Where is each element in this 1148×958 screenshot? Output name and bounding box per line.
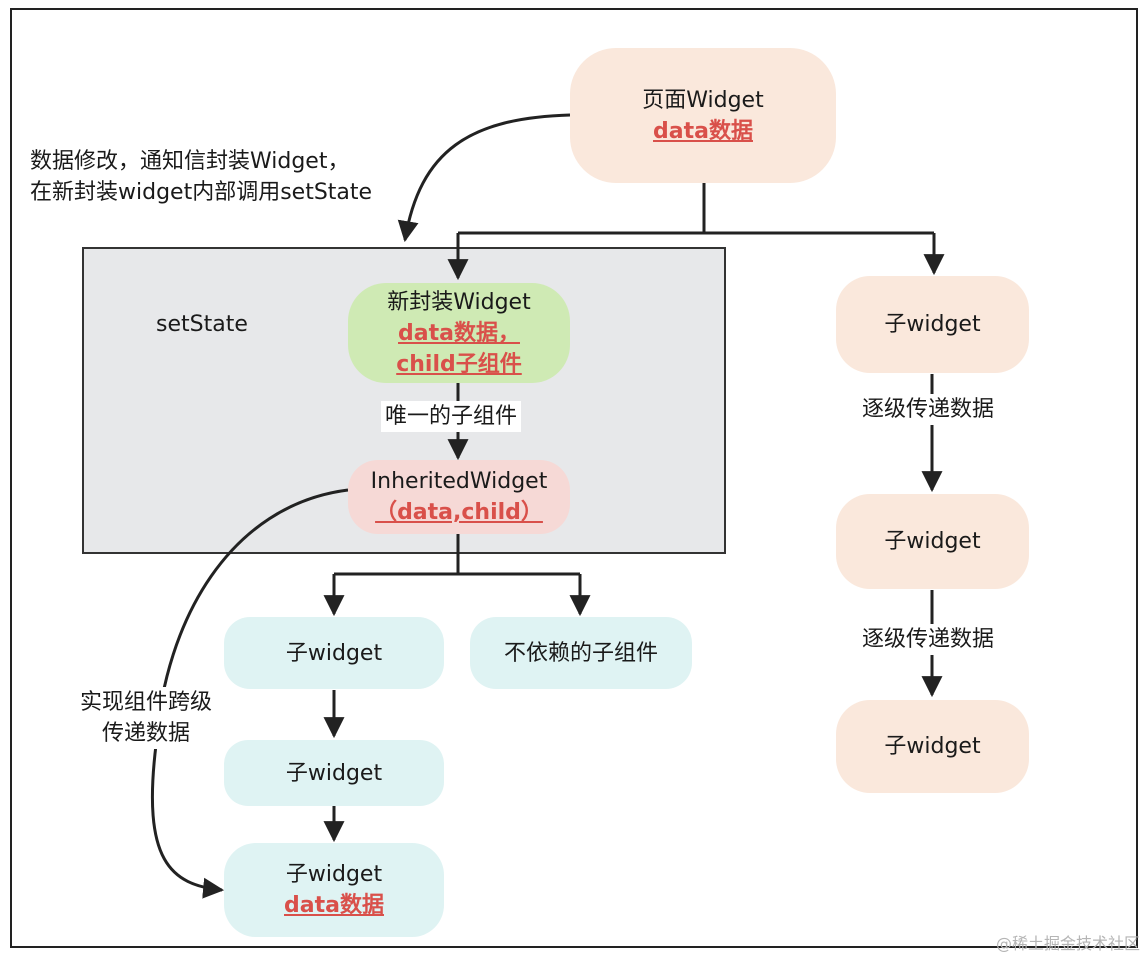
modify-note-line-1: 数据修改，通知信封装Widget， bbox=[30, 149, 350, 174]
left-child-widget-1: 子widget bbox=[224, 617, 444, 689]
watermark: @稀土掘金技术社区 bbox=[995, 934, 1140, 953]
setstate-label: setState bbox=[156, 312, 248, 337]
left-child-widget-1-title: 子widget bbox=[285, 640, 383, 666]
left-child-widget-3: 子widget data数据 bbox=[224, 843, 444, 937]
page-widget-node: 页面Widget data数据 bbox=[570, 48, 836, 183]
modify-note: 数据修改，通知信封装Widget， 在新封装widget内部调用setState bbox=[30, 146, 373, 208]
diagram-frame bbox=[10, 8, 1138, 948]
page-widget-data: data数据 bbox=[653, 118, 753, 144]
wrapper-widget-data: data数据， bbox=[398, 320, 520, 346]
wrapper-widget-child: child子组件 bbox=[396, 351, 522, 377]
wrapper-widget-node: 新封装Widget data数据， child子组件 bbox=[348, 283, 570, 383]
modify-note-line-2: 在新封装widget内部调用setState bbox=[30, 180, 373, 205]
wrapper-widget-title: 新封装Widget bbox=[387, 289, 531, 315]
cross-level-note: 实现组件跨级 传递数据 bbox=[80, 687, 213, 749]
inherited-widget-node: InheritedWidget （data,child） bbox=[348, 460, 570, 534]
page-widget-title: 页面Widget bbox=[642, 87, 764, 113]
cross-level-note-line-2: 传递数据 bbox=[102, 721, 191, 746]
left-child-widget-3-data: data数据 bbox=[284, 893, 384, 918]
pass-down-label-2: 逐级传递数据 bbox=[858, 624, 999, 655]
right-child-widget-1: 子widget bbox=[836, 276, 1029, 373]
independent-child-title: 不依赖的子组件 bbox=[503, 640, 658, 666]
independent-child-node: 不依赖的子组件 bbox=[470, 617, 692, 689]
left-child-widget-3-title: 子widget bbox=[285, 862, 383, 887]
connector-modify-curve bbox=[397, 113, 571, 243]
inherited-widget-title: InheritedWidget bbox=[370, 469, 548, 494]
right-child-widget-2: 子widget bbox=[836, 494, 1029, 589]
right-child-widget-3: 子widget bbox=[836, 700, 1029, 793]
only-child-label: 唯一的子组件 bbox=[381, 401, 522, 432]
right-child-widget-2-title: 子widget bbox=[884, 529, 981, 554]
left-child-widget-2: 子widget bbox=[224, 740, 444, 806]
right-child-widget-1-title: 子widget bbox=[884, 312, 981, 337]
inherited-widget-data: （data,child） bbox=[375, 500, 543, 525]
cross-level-note-line-1: 实现组件跨级 bbox=[80, 690, 213, 715]
pass-down-label-1: 逐级传递数据 bbox=[858, 394, 999, 425]
right-child-widget-3-title: 子widget bbox=[884, 734, 981, 759]
left-child-widget-2-title: 子widget bbox=[285, 760, 383, 786]
